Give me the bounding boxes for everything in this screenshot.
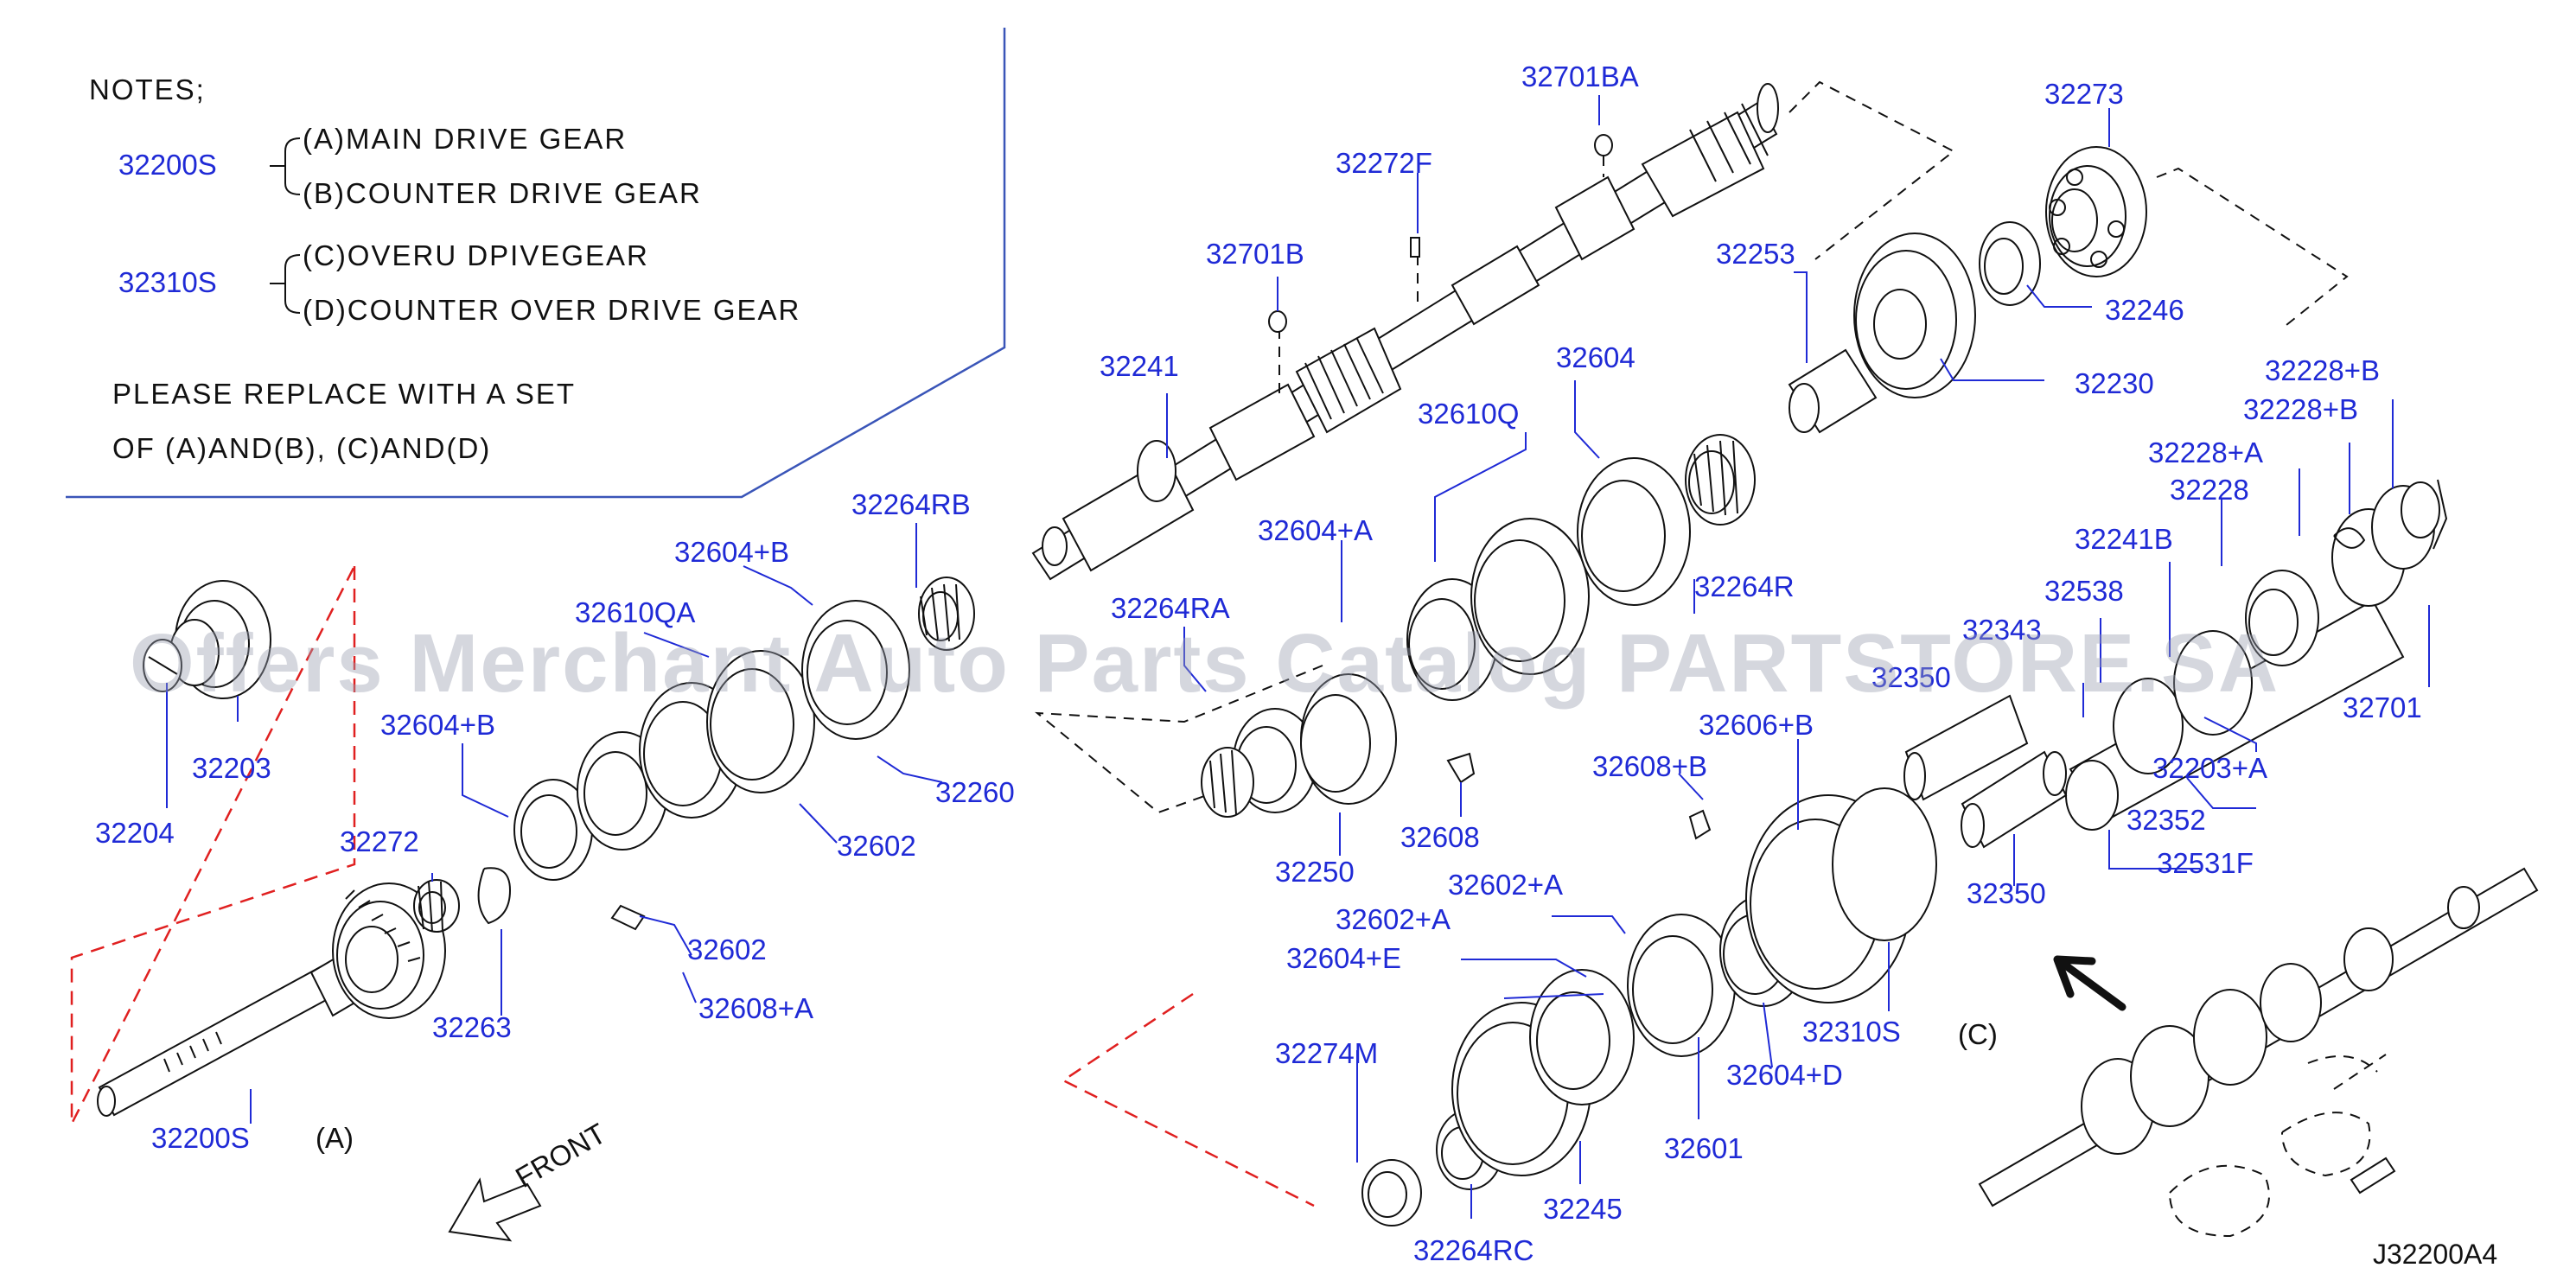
mainshaft-drawing [1031, 83, 1779, 581]
front-arrow-icon [448, 1177, 542, 1242]
notes-heading: NOTES; [89, 73, 206, 105]
part-32264RC[interactable]: 32264RC [1413, 1234, 1533, 1266]
notes-counter-overdrive-gear: (D)COUNTER OVER DRIVE GEAR [303, 294, 800, 326]
part-32264RA[interactable]: 32264RA [1111, 592, 1230, 624]
notes-counter-drive-gear: (B)COUNTER DRIVE GEAR [303, 177, 702, 209]
notes-group2-bracket [270, 254, 301, 314]
notes-group1-bracket [270, 137, 301, 195]
dash-link-3 [1034, 665, 1323, 814]
part-32531F[interactable]: 32531F [2157, 847, 2254, 879]
part-32230[interactable]: 32230 [2075, 367, 2154, 399]
part-32246[interactable]: 32246 [2105, 294, 2184, 326]
part-32606-B[interactable]: 32606+B [1699, 709, 1814, 741]
part-32608-B[interactable]: 32608+B [1592, 750, 1707, 782]
set-b-boundary [1061, 992, 1315, 1207]
countershaft-right-drawing [2065, 479, 2448, 831]
part-32604-E[interactable]: 32604+E [1286, 942, 1401, 974]
part-32245[interactable]: 32245 [1543, 1193, 1623, 1225]
part-32604-B-1[interactable]: 32604+B [674, 536, 789, 568]
part-32241[interactable]: 32241 [1100, 350, 1179, 382]
part-32608[interactable]: 32608 [1400, 821, 1480, 853]
part-32701B[interactable]: 32701B [1206, 238, 1304, 270]
set-c-label: (C) [1958, 1018, 1998, 1050]
part-32250[interactable]: 32250 [1275, 856, 1355, 888]
part-32310S[interactable]: 32310S [1802, 1016, 1901, 1048]
snap-ring-32263-drawing [477, 867, 512, 925]
part-32263[interactable]: 32263 [432, 1011, 512, 1043]
part-32203[interactable]: 32203 [192, 752, 271, 784]
part-32604[interactable]: 32604 [1556, 341, 1636, 373]
part-32203-A[interactable]: 32203+A [2152, 752, 2267, 784]
notes-border [66, 28, 1006, 499]
part-32602-2[interactable]: 32602 [687, 933, 767, 965]
part-32610QA[interactable]: 32610QA [575, 596, 695, 628]
part-32604-B-2[interactable]: 32604+B [380, 709, 495, 741]
part-32228[interactable]: 32228 [2170, 474, 2249, 506]
part-32264RB[interactable]: 32264RB [851, 488, 971, 520]
part-32272F[interactable]: 32272F [1336, 147, 1432, 179]
notes-box: NOTES; 32200S (A)MAIN DRIVE GEAR (B)COUN… [66, 28, 1006, 499]
front-label: FRONT [510, 1117, 611, 1194]
part-32701BA[interactable]: 32701BA [1521, 61, 1639, 92]
part-32264R[interactable]: 32264R [1694, 570, 1795, 602]
part-32350-top[interactable]: 32350 [1871, 661, 1951, 693]
part-32253[interactable]: 32253 [1716, 238, 1795, 270]
main-drive-shaft-drawing [97, 882, 446, 1117]
gear-32230-drawing [1853, 233, 1976, 398]
notes-replace-line1: PLEASE REPLACE WITH A SET [112, 378, 576, 410]
sleeve-32350-drawing [1903, 694, 2068, 849]
part-32608-A[interactable]: 32608+A [698, 992, 813, 1024]
dash-link-1 [1789, 80, 1955, 260]
part-32602-A-2[interactable]: 32602+A [1336, 903, 1451, 935]
part-32538[interactable]: 32538 [2044, 575, 2124, 607]
part-32601[interactable]: 32601 [1664, 1132, 1744, 1164]
part-32241B[interactable]: 32241B [2075, 523, 2173, 555]
notes-group2-part-number[interactable]: 32310S [118, 266, 217, 298]
part-32228-B-2[interactable]: 32228+B [2243, 393, 2358, 425]
direction-arrow-icon [2053, 955, 2126, 1011]
synchro-hub-left-drawing [513, 577, 975, 931]
part-32274M[interactable]: 32274M [1275, 1037, 1378, 1069]
part-32352[interactable]: 32352 [2126, 804, 2206, 836]
set-a-label: (A) [316, 1122, 354, 1154]
notes-overdrive-gear: (C)OVERU DPIVEGEAR [303, 239, 649, 271]
part-32602-A-1[interactable]: 32602+A [1448, 869, 1563, 901]
part-32228-A[interactable]: 32228+A [2148, 436, 2263, 468]
synchro-middle-drawing [1201, 434, 1756, 818]
spacer-32253-drawing [1788, 348, 1878, 434]
gear-cluster-lower-drawing [1361, 787, 1937, 1226]
part-32604-A[interactable]: 32604+A [1258, 514, 1373, 546]
notes-group1-part-number[interactable]: 32200S [118, 149, 217, 181]
part-32273[interactable]: 32273 [2044, 78, 2124, 110]
part-32701[interactable]: 32701 [2343, 691, 2422, 723]
part-32260[interactable]: 32260 [935, 776, 1015, 808]
leader-lines [166, 95, 2430, 1219]
part-32272[interactable]: 32272 [340, 825, 419, 857]
washer-32246-drawing [1979, 221, 2041, 306]
part-32228-B-1[interactable]: 32228+B [2265, 354, 2380, 386]
part-32604-D[interactable]: 32604+D [1726, 1059, 1843, 1091]
notes-replace-line2: OF (A)AND(B), (C)AND(D) [112, 432, 491, 464]
part-32200S[interactable]: 32200S [151, 1122, 250, 1154]
watermark: Offers Merchant Auto Parts Catalog PARTS… [130, 617, 2280, 710]
part-32204[interactable]: 32204 [95, 817, 175, 849]
retainer-32203-drawing [143, 580, 271, 699]
set-a-boundary [70, 565, 356, 1125]
part-32343[interactable]: 32343 [1962, 614, 2042, 646]
part-number-labels: 32701BA 32273 32272F 32701B 32253 32246 … [95, 61, 2422, 1266]
part-32602-1[interactable]: 32602 [837, 830, 916, 862]
bearing-32273-drawing [2045, 146, 2147, 277]
overview-assembly-drawing [1978, 867, 2539, 1238]
dash-link-2 [2156, 167, 2349, 329]
bearing-32272-drawing [413, 879, 460, 933]
notes-main-drive-gear: (A)MAIN DRIVE GEAR [303, 123, 627, 155]
diagram-code: J32200A4 [2373, 1239, 2497, 1270]
part-32610Q[interactable]: 32610Q [1418, 398, 1519, 430]
part-32350[interactable]: 32350 [1967, 877, 2046, 909]
